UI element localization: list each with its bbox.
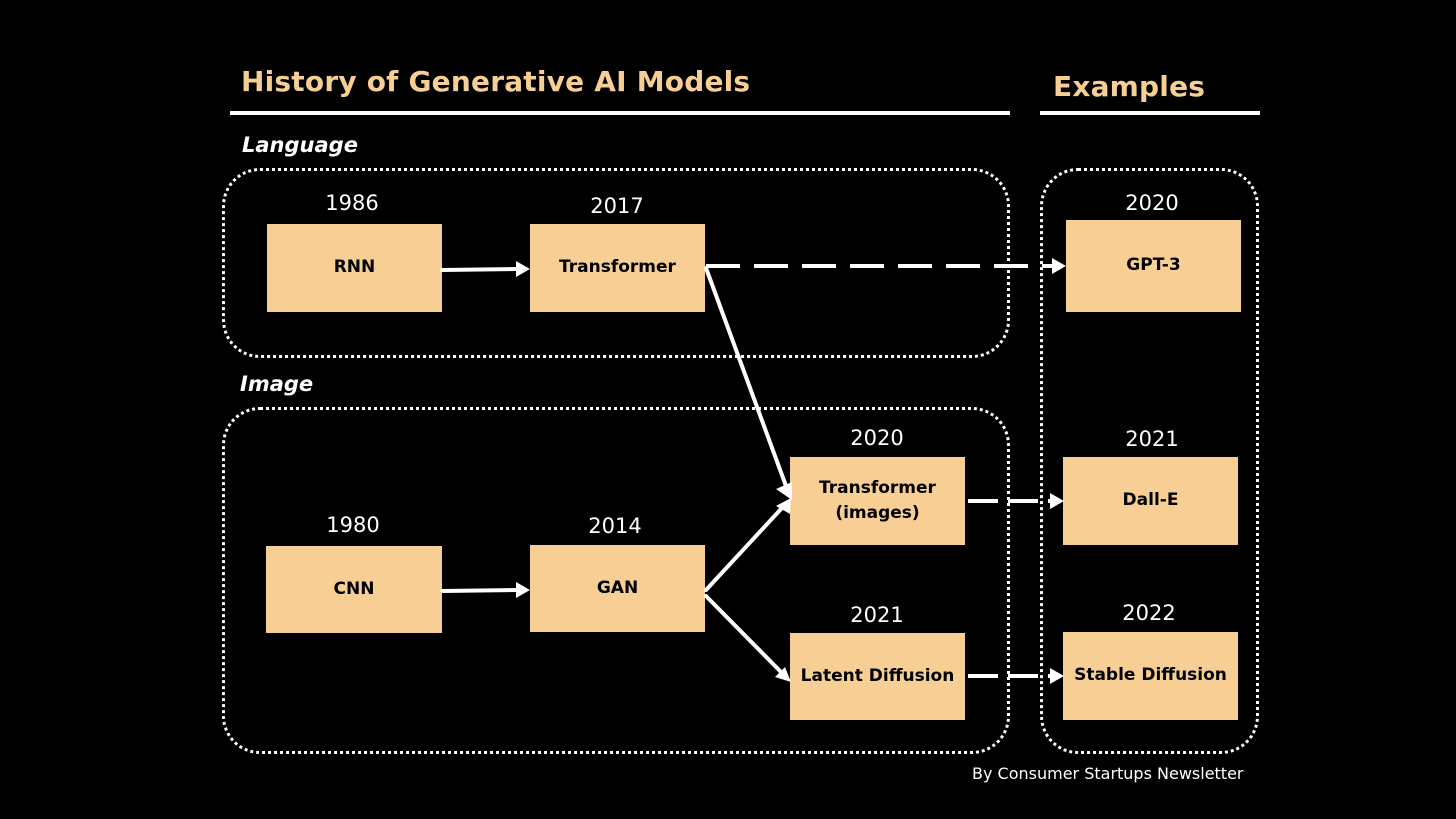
node-transformer: Transformer <box>530 224 705 312</box>
node-rnn: RNN <box>267 224 442 312</box>
year-stable-diffusion: 2022 <box>1122 601 1176 625</box>
language-group-frame <box>222 168 1010 358</box>
node-gan: GAN <box>530 545 705 632</box>
examples-underline <box>1040 111 1260 115</box>
credit-text: By Consumer Startups Newsletter <box>972 764 1244 783</box>
year-gan: 2014 <box>588 514 642 538</box>
node-gpt3: GPT-3 <box>1066 220 1241 312</box>
node-latent-diffusion: Latent Diffusion <box>790 633 965 720</box>
node-cnn: CNN <box>266 546 442 633</box>
diagram-title: History of Generative AI Models <box>241 65 751 98</box>
examples-title: Examples <box>1053 70 1206 103</box>
year-transformer-images: 2020 <box>850 426 904 450</box>
node-stable-diffusion: Stable Diffusion <box>1063 632 1238 720</box>
section-label-language: Language <box>242 133 358 157</box>
node-dalle: Dall-E <box>1063 457 1238 545</box>
section-label-image: Image <box>240 372 314 396</box>
year-transformer: 2017 <box>590 194 644 218</box>
year-cnn: 1980 <box>326 513 380 537</box>
examples-group-frame <box>1040 168 1259 754</box>
title-underline <box>230 111 1010 115</box>
node-transformer-images: Transformer (images) <box>790 457 965 545</box>
year-gpt3: 2020 <box>1125 191 1179 215</box>
year-dalle: 2021 <box>1125 427 1179 451</box>
year-rnn: 1986 <box>325 191 379 215</box>
year-latent-diffusion: 2021 <box>850 603 904 627</box>
image-group-frame <box>222 407 1010 754</box>
